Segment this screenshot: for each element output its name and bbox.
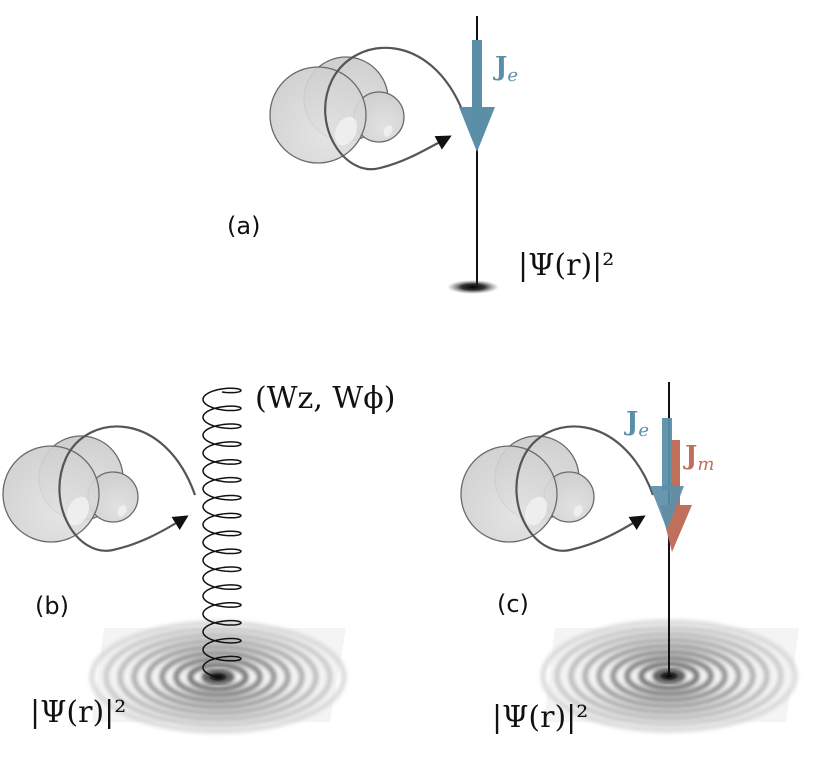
vortex-label-b: (Wz, Wϕ) <box>255 381 395 416</box>
current-je-label-a: Je <box>493 52 518 86</box>
orbit-arrow-b <box>58 425 197 552</box>
molecule-c <box>460 435 595 543</box>
panel-label-a: (a) <box>227 212 260 240</box>
panel-c: Je Jm (c) |Ψ(r)|² <box>460 382 799 735</box>
density-label-c: |Ψ(r)|² <box>492 700 588 735</box>
panel-label-c: (c) <box>497 590 529 618</box>
current-je-label-c: Je <box>624 407 649 441</box>
vortex-helix-b <box>202 387 242 679</box>
current-jm-label-c: Jm <box>683 441 714 475</box>
density-label-a: |Ψ(r)|² <box>518 248 614 283</box>
density-spot-a <box>447 280 499 294</box>
current-je-arrow-a <box>459 40 495 152</box>
density-label-b: |Ψ(r)|² <box>30 695 126 730</box>
current-je-arrow-c <box>650 418 684 530</box>
panel-b: (Wz, Wϕ) (b) |Ψ(r)|² <box>2 381 395 734</box>
panel-label-b: (b) <box>35 592 69 620</box>
orbit-arrow-a <box>324 46 465 171</box>
panel-a: Je (a) |Ψ(r)|² <box>227 16 614 294</box>
orbit-arrow-c <box>515 425 655 552</box>
interference-pattern-b <box>89 620 347 734</box>
